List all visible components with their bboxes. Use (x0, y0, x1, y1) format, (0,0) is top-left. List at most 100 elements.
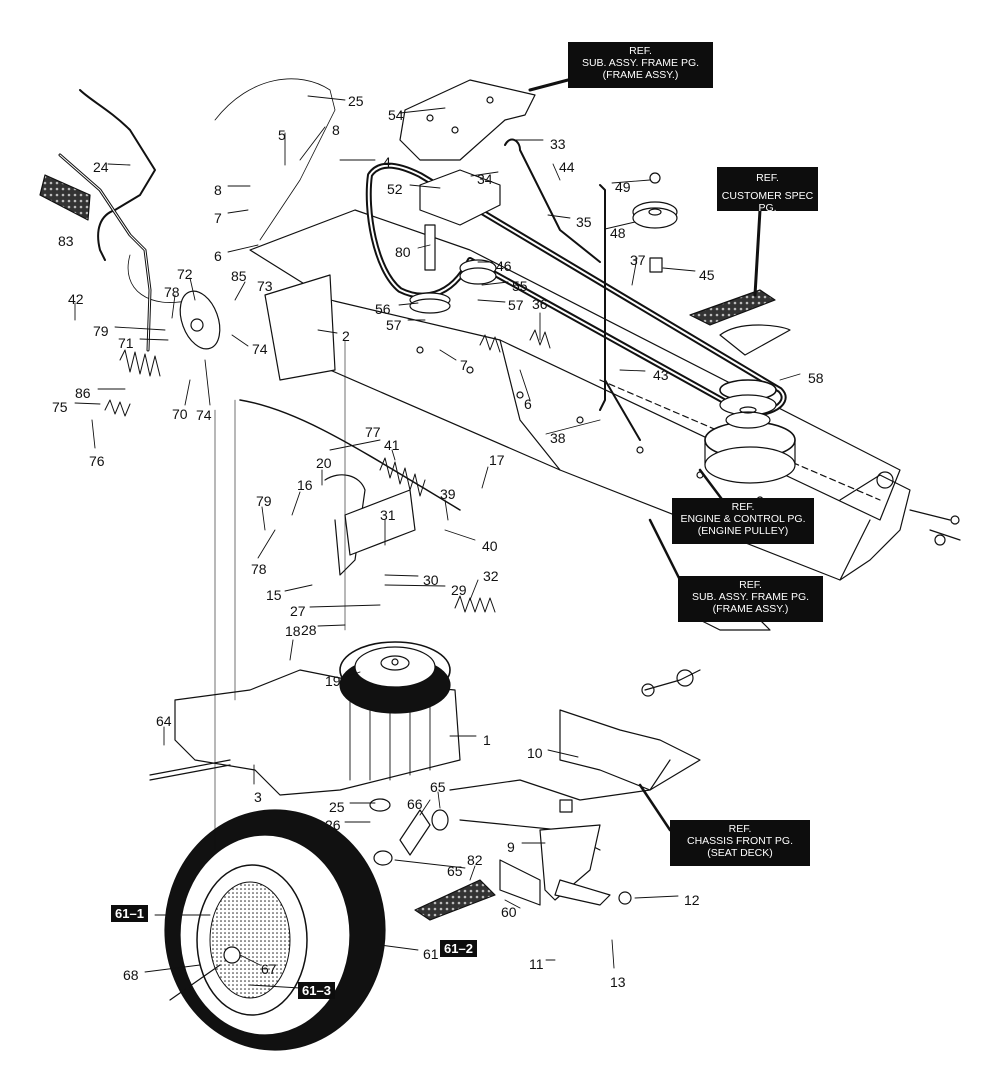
part-callout-16: 16 (297, 477, 313, 493)
spring-36 (479, 329, 551, 353)
part-callout-67: 67 (261, 961, 277, 977)
part-callout-31: 31 (380, 507, 396, 523)
part-callout-18: 18 (285, 623, 301, 639)
part-callout-27: 27 (290, 603, 306, 619)
part-callout-48: 48 (610, 225, 626, 241)
part-callout-79b: 79 (256, 493, 272, 509)
tire-tag-61-2: 61–2 (440, 940, 477, 957)
part-callout-75: 75 (52, 399, 68, 415)
part-callout-70: 70 (172, 406, 188, 422)
part-callout-35: 35 (576, 214, 592, 230)
seat-deck-front (559, 709, 701, 791)
transaxle (149, 641, 461, 796)
rod-43 (599, 184, 606, 411)
part-callout-49: 49 (615, 179, 631, 195)
part-callout-3: 3 (254, 789, 262, 805)
part-callout-5: 5 (278, 127, 286, 143)
ref-box-frame-assy-mid: REF. SUB. ASSY. FRAME PG. (FRAME ASSY.) (678, 576, 823, 622)
part-callout-20: 20 (316, 455, 332, 471)
bracket-2 (264, 274, 336, 381)
part-callout-42: 42 (68, 291, 84, 307)
part-callout-38: 38 (550, 430, 566, 446)
ref-page: SUB. ASSY. FRAME PG. (691, 591, 810, 603)
part-callout-6a: 6 (214, 248, 222, 264)
bushings (369, 798, 449, 866)
spring-32 (454, 595, 496, 613)
part-callout-83: 83 (58, 233, 74, 249)
part-callout-13: 13 (610, 974, 626, 990)
ref-page: CHASSIS FRONT PG. (687, 835, 793, 847)
part-callout-15: 15 (266, 587, 282, 603)
part-callout-7b: 7 (460, 357, 468, 373)
ref-label: REF. (756, 172, 779, 184)
part-callout-24: 24 (93, 159, 109, 175)
part-callout-82: 82 (467, 852, 483, 868)
tire-tag-61-1: 61–1 (111, 905, 148, 922)
part-callout-72: 72 (177, 266, 193, 282)
part-callout-65b: 65 (447, 863, 463, 879)
ref-assy: (FRAME ASSY.) (602, 69, 679, 81)
part-callout-17: 17 (489, 452, 505, 468)
drive-belt (365, 162, 787, 417)
part-callout-54: 54 (388, 107, 404, 123)
part-callout-10: 10 (527, 745, 543, 761)
part-callout-71: 71 (118, 335, 134, 351)
part-callout-79a: 79 (93, 323, 109, 339)
pedal-assembly (449, 759, 671, 906)
part-callout-36: 36 (532, 296, 548, 312)
part-callout-25b: 25 (329, 799, 345, 815)
part-callout-6b: 6 (524, 396, 532, 412)
spring-41 (379, 457, 426, 497)
part-callout-73: 73 (257, 278, 273, 294)
part-callout-8b: 8 (214, 182, 222, 198)
part-callout-56: 56 (375, 301, 391, 317)
idler-pulley-48 (632, 172, 678, 273)
part-callout-26: 26 (325, 817, 341, 833)
idler-pulley-56 (409, 292, 451, 314)
part-callout-57b: 57 (508, 297, 524, 313)
spring-75 (104, 399, 131, 417)
part-callout-32: 32 (483, 568, 499, 584)
fender-outline (214, 78, 336, 241)
ref-box-chassis-front: REF. CHASSIS FRONT PG. (SEAT DECK) (670, 820, 810, 866)
part-callout-30: 30 (423, 572, 439, 588)
control-cable (239, 399, 461, 511)
ref-label: REF. (739, 579, 762, 591)
part-callout-34: 34 (477, 171, 493, 187)
part-callout-25a: 25 (348, 93, 364, 109)
part-callout-40: 40 (482, 538, 498, 554)
part-callout-4: 4 (383, 154, 391, 170)
idler-bracket (419, 169, 501, 226)
spring-86 (119, 349, 161, 377)
part-callout-61: 61 (423, 946, 439, 962)
part-callout-29: 29 (451, 582, 467, 598)
part-callout-43: 43 (653, 367, 669, 383)
ref-box-engine-control: REF. ENGINE & CONTROL PG. (ENGINE PULLEY… (672, 498, 814, 544)
part-callout-45: 45 (699, 267, 715, 283)
part-callout-39: 39 (440, 486, 456, 502)
part-callout-58: 58 (808, 370, 824, 386)
ref-page: SUB. ASSY. FRAME PG. (581, 57, 700, 69)
part-callout-8a: 8 (332, 122, 340, 138)
part-callout-65a: 65 (430, 779, 446, 795)
ref-box-frame-assy-top: REF. SUB. ASSY. FRAME PG. (FRAME ASSY.) (568, 42, 713, 88)
part-callout-80: 80 (395, 244, 411, 260)
rear-wheel (164, 809, 386, 1051)
part-callout-64: 64 (156, 713, 172, 729)
part-callout-76: 76 (89, 453, 105, 469)
part-callout-9: 9 (507, 839, 515, 855)
part-callout-1: 1 (483, 732, 491, 748)
part-callout-74b: 74 (196, 407, 212, 423)
part-callout-78a: 78 (164, 284, 180, 300)
tire-tag-61-3: 61–3 (298, 982, 335, 999)
ref-page: ENGINE & CONTROL PG. (680, 513, 806, 525)
part-callout-86: 86 (75, 385, 91, 401)
part-callout-19: 19 (325, 673, 341, 689)
part-callout-68: 68 (123, 967, 139, 983)
part-callout-74a: 74 (252, 341, 268, 357)
ref-label: REF. (728, 823, 752, 835)
part-callout-55: 55 (512, 278, 528, 294)
pedal-pad-customer (689, 289, 776, 326)
ref-box-customer-spec: REF. CUSTOMER SPEC PG. (717, 167, 818, 214)
